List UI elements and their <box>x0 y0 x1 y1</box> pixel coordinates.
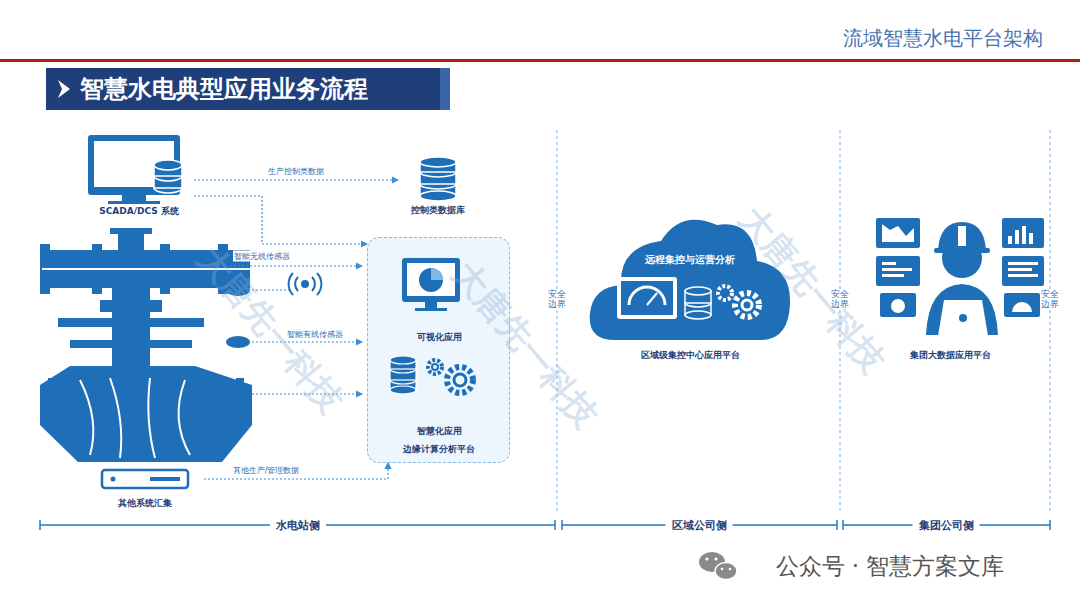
data-flow-arrow <box>204 463 388 479</box>
node-label: 其他系统汇集 <box>86 497 204 510</box>
side-label: 集团公司侧 <box>913 518 980 533</box>
node-label: 可视化应用 <box>386 331 493 344</box>
edge-label: 生产控制类数据 <box>266 166 326 177</box>
data-flow-arrow <box>194 196 367 244</box>
footer-text: 公众号 · 智慧方案文库 <box>776 551 1005 582</box>
side-label: 区域公司侧 <box>666 518 733 533</box>
boundary-label: 安全边界 <box>548 290 566 310</box>
title-text: 智慧水电典型应用业务流程 <box>80 73 368 105</box>
node-label: 控制类数据库 <box>398 204 478 217</box>
node-label: 区域级集控中心应用平台 <box>585 349 795 362</box>
edge-label: 其他生产/管理数据 <box>231 465 302 476</box>
node-label: 边缘计算分析平台 <box>368 443 509 456</box>
platform-node: 集团大数据应用平台 <box>858 205 1042 362</box>
database-node: 控制类数据库 <box>398 155 478 217</box>
header-text: 流域智慧水电平台架构 <box>843 25 1043 52</box>
node-label: 智慧化应用 <box>386 425 493 438</box>
title-bar: 智慧水电典型应用业务流程 <box>80 68 368 110</box>
side-label: 水电站侧 <box>270 518 326 533</box>
system-icon-node: 其他系统汇集 <box>86 465 204 510</box>
system-icon-node: SCADA/DCS 系统 <box>84 130 194 218</box>
app-node: 智慧化应用 <box>386 350 493 438</box>
boundary-label: 安全边界 <box>1041 290 1059 310</box>
node-label: SCADA/DCS 系统 <box>84 205 194 218</box>
data-flow-arrow <box>194 179 398 180</box>
